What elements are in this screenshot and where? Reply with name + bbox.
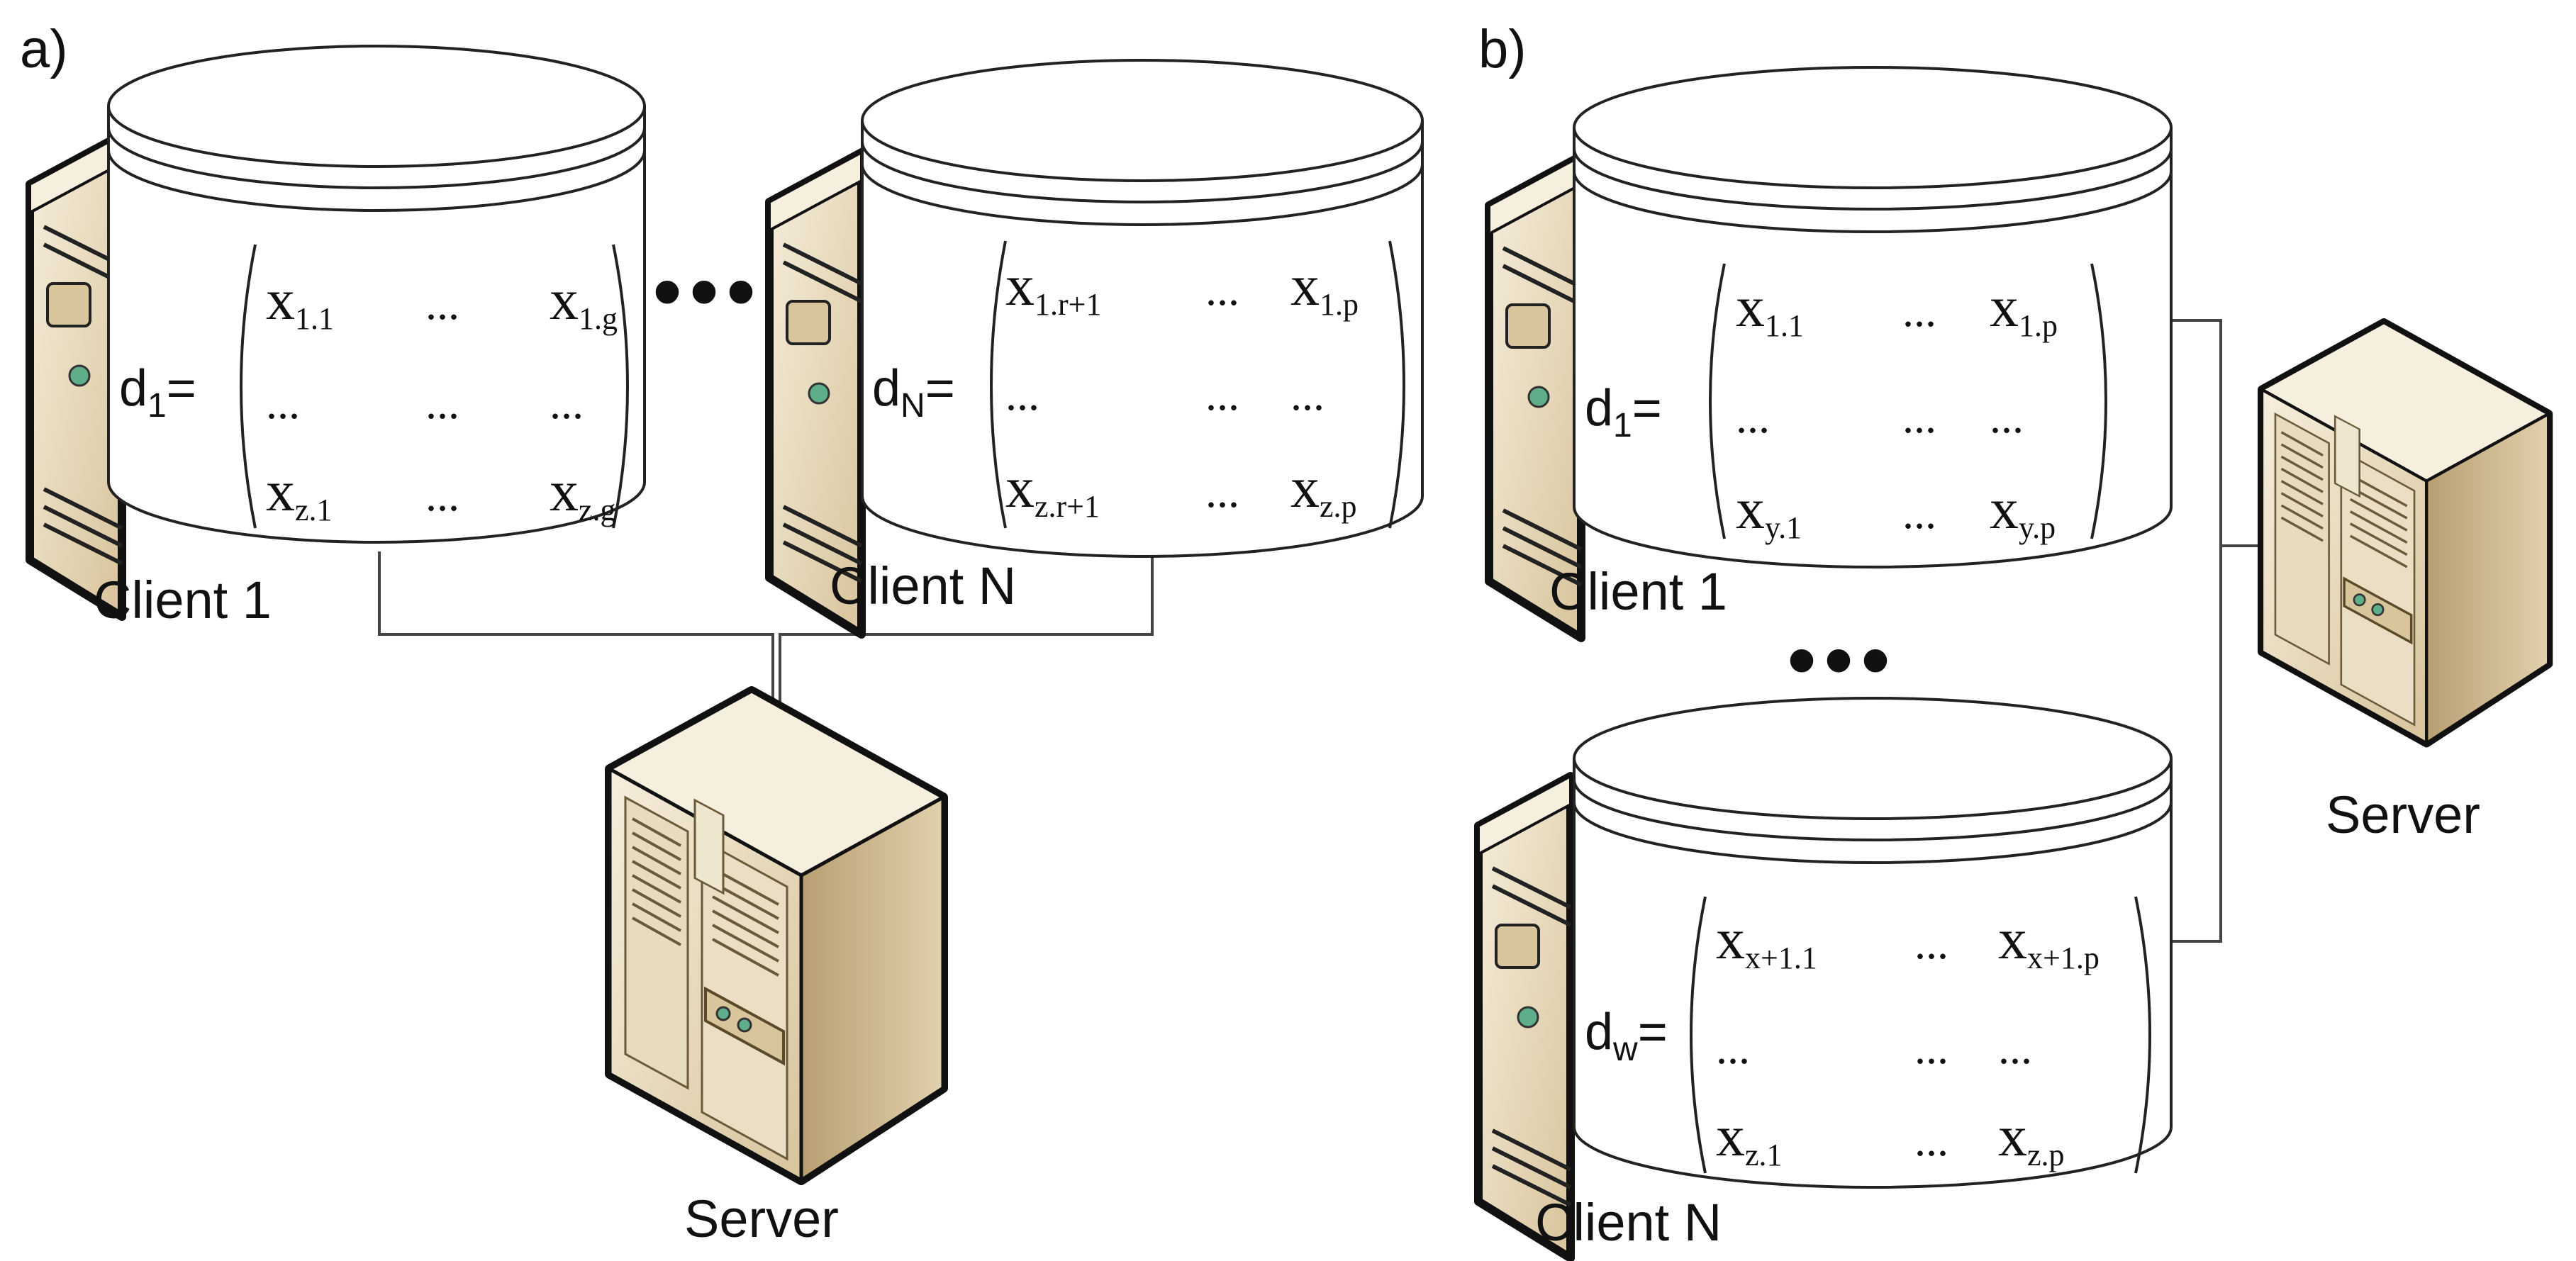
matrix-bracket-right <box>2134 896 2151 1174</box>
matrix-cell: ... <box>425 470 459 520</box>
dataset-label: dN= <box>872 360 955 425</box>
panel-b-server: Server <box>2262 323 2548 844</box>
matrix-cell: ... <box>1736 392 1770 442</box>
matrix-cell: xz.p <box>1998 1104 2065 1172</box>
matrix-cell: xx+1.p <box>1998 907 2100 975</box>
matrix: xx+1.1... xx+1.p......... xz.1... xz.p <box>1690 896 2151 1174</box>
matrix-cell: ... <box>550 378 584 428</box>
matrix-cell: ... <box>1914 1023 1948 1073</box>
dataset-label: d1= <box>1585 380 1662 444</box>
matrix-cell: ... <box>1914 918 1948 968</box>
matrix-cell: ... <box>1998 1023 2032 1073</box>
matrix-bracket-left <box>1709 263 1726 539</box>
matrix-cell: ... <box>266 378 300 428</box>
server-name: Server <box>684 1189 839 1248</box>
matrix-cell: xy.p <box>1990 476 2056 545</box>
matrix-cell: x1.1 <box>1736 274 1804 343</box>
client-name: Client N <box>1535 1193 1722 1252</box>
matrix-cell: xx+1.1 <box>1716 907 1817 975</box>
matrix-cell: ... <box>1902 392 1936 442</box>
matrix-bracket-left <box>240 244 257 529</box>
matrix-cell: x1.g <box>550 267 618 336</box>
server-icon <box>610 691 943 1180</box>
panel-a-server: Server <box>610 691 943 1248</box>
matrix-cell: x1.p <box>1290 253 1359 322</box>
matrix-cell: xz.g <box>550 459 616 527</box>
database-cylinder-icon <box>1573 697 2173 1189</box>
matrix: x1.1... x1.g......... xz.1... xz.g <box>240 244 629 529</box>
matrix-bracket-right <box>2090 263 2107 539</box>
matrix-bracket-right <box>1388 240 1405 529</box>
matrix-cell: xz.1 <box>266 459 333 527</box>
dataset-label: dw= <box>1585 1004 1668 1068</box>
matrix-cell: xz.p <box>1290 455 1357 524</box>
panel-b-connectors <box>2171 319 2269 943</box>
dataset-label: d1= <box>119 360 196 425</box>
server-icon <box>2262 323 2548 743</box>
matrix-cell: ... <box>1990 392 2024 442</box>
matrix-bracket-right <box>612 244 629 529</box>
matrix-cell: ... <box>1902 286 1936 336</box>
matrix-cell: ... <box>1205 369 1239 420</box>
client-name: Client 1 <box>94 571 272 629</box>
panel-a-client-n: dN= x1.r+1...x1.p.........xz.r+1...xz.p … <box>769 59 1424 634</box>
matrix-cell: x1.1 <box>266 267 334 336</box>
ellipsis-icon: ••• <box>1787 612 1897 707</box>
panel-b-client-1: d1= x1.1... x1.p......... xy.1... xy.p Clie… <box>1489 66 2173 638</box>
server-icon <box>1478 776 1571 1258</box>
matrix-cell: xz.r+1 <box>1005 455 1100 524</box>
panel-b-label: b) <box>1478 19 1527 79</box>
matrix-cell: x1.p <box>1990 274 2058 343</box>
database-cylinder-icon <box>861 59 1424 558</box>
database-cylinder-icon <box>1573 66 2173 568</box>
matrix-cell: ... <box>1205 264 1239 315</box>
matrix: x1.r+1... x1.p......... xz.r+1... xz.p <box>990 240 1405 529</box>
matrix-cell: ... <box>425 378 459 428</box>
ellipsis-icon: ••• <box>652 244 763 339</box>
panel-a-client-1: d1= x1.1... x1.g......... xz.1... xz.g Clie… <box>30 45 646 629</box>
client-name: Client N <box>830 556 1016 615</box>
matrix: x1.1... x1.p......... xy.1... xy.p <box>1709 263 2107 545</box>
panel-b-client-n: dw= xx+1.1...xx+1.p.........xz.1...xz.p … <box>1478 697 2173 1258</box>
panel-a-label: a) <box>20 19 68 79</box>
matrix-cell: ... <box>1902 488 1936 538</box>
server-name: Server <box>2326 785 2480 844</box>
matrix-cell: xz.1 <box>1716 1104 1783 1172</box>
matrix-bracket-left <box>990 240 1007 529</box>
panel-a-connectors <box>378 551 1154 716</box>
matrix-cell: ... <box>1914 1115 1948 1165</box>
client-name: Client 1 <box>1549 562 1727 621</box>
matrix-cell: ... <box>1205 466 1239 517</box>
matrix-cell: ... <box>1290 369 1325 420</box>
matrix-cell: ... <box>425 279 459 329</box>
matrix-cell: xy.1 <box>1736 476 1802 545</box>
matrix-cell: ... <box>1716 1023 1750 1073</box>
matrix-bracket-left <box>1690 896 1707 1174</box>
matrix-cell: ... <box>1005 369 1039 420</box>
matrix-cell: x1.r+1 <box>1005 253 1101 322</box>
